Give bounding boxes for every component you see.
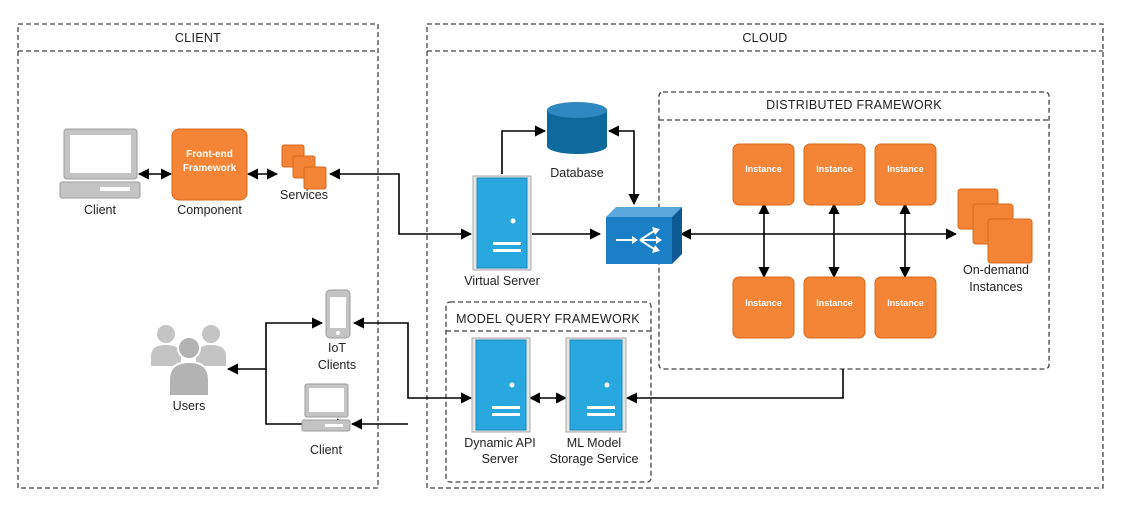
- client-group: CLIENT: [17, 23, 379, 489]
- dynamic-api-label-line2: Server: [482, 452, 519, 466]
- instance-box: Instance: [803, 276, 866, 339]
- model-query-framework-title: MODEL QUERY FRAMEWORK: [456, 312, 640, 326]
- edge-iot-api: [352, 317, 473, 404]
- users-node: Users: [151, 325, 226, 413]
- instance-grid: Instance Instance Instance Instance Inst…: [732, 143, 937, 339]
- desktop-icon: [59, 128, 141, 199]
- on-demand-instances-node: On-demand Instances: [957, 188, 1033, 294]
- client-top-label: Client: [84, 203, 116, 217]
- instance-box: Instance: [732, 276, 795, 339]
- cloud-group: CLOUD: [426, 23, 1104, 489]
- instance-box: Instance: [732, 143, 795, 206]
- iot-clients-node: IoT Clients: [318, 289, 356, 372]
- instance-box: Instance: [874, 143, 937, 206]
- frontend-label-line1: Front-end: [186, 149, 233, 160]
- instance-box: Instance: [874, 276, 937, 339]
- iot-label-line2: Clients: [318, 358, 356, 372]
- virtual-server-label: Virtual Server: [464, 274, 540, 288]
- edge-services-virtual-server: [328, 168, 473, 240]
- services-node: Services: [280, 144, 328, 202]
- dynamic-api-server-icon: [471, 337, 531, 433]
- services-label: Services: [280, 188, 328, 202]
- distributed-framework-title: DISTRIBUTED FRAMEWORK: [766, 98, 942, 112]
- router-node: [606, 207, 682, 264]
- ml-storage-label-line1: ML Model: [567, 436, 621, 450]
- desktop-icon: [301, 383, 351, 432]
- client-top-node: Client: [59, 128, 141, 217]
- users-label: Users: [173, 399, 206, 413]
- on-demand-label-line2: Instances: [969, 280, 1023, 294]
- frontend-framework-node: Front-end Framework Component: [171, 128, 248, 217]
- svg-text:Instance: Instance: [816, 298, 853, 308]
- ml-model-storage-icon: [565, 337, 627, 433]
- virtual-server-icon: [472, 175, 532, 271]
- edge-users-iot: [226, 317, 324, 375]
- client-group-title: CLIENT: [175, 31, 221, 45]
- frontend-label-line2: Framework: [183, 163, 237, 174]
- svg-text:Instance: Instance: [745, 298, 782, 308]
- dynamic-api-label-line1: Dynamic API: [464, 436, 536, 450]
- users-icon: [151, 325, 226, 397]
- svg-text:Instance: Instance: [887, 298, 924, 308]
- ml-model-storage-node: ML Model Storage Service: [550, 337, 639, 466]
- svg-text:Instance: Instance: [816, 164, 853, 174]
- database-label: Database: [550, 166, 604, 180]
- database-node: Database: [547, 102, 607, 180]
- edge-virtual-server-database: [501, 125, 547, 174]
- instance-box: Instance: [803, 143, 866, 206]
- virtual-server-node: Virtual Server: [464, 175, 540, 288]
- dynamic-api-server-node: Dynamic API Server: [464, 337, 536, 466]
- edge-distributed-storage: [625, 369, 844, 404]
- client-bottom-label: Client: [310, 443, 342, 457]
- edge-database-router: [607, 125, 640, 206]
- client-bottom-node: Client: [301, 383, 351, 457]
- services-icon: [281, 144, 327, 190]
- component-label: Component: [177, 203, 242, 217]
- ml-storage-label-line2: Storage Service: [550, 452, 639, 466]
- on-demand-label-line1: On-demand: [963, 263, 1029, 277]
- cloud-group-title: CLOUD: [742, 31, 787, 45]
- phone-icon: [325, 289, 351, 339]
- model-query-framework-group: MODEL QUERY FRAMEWORK: [445, 301, 652, 483]
- on-demand-instances-icon: [957, 188, 1033, 264]
- router-icon: [606, 207, 682, 264]
- svg-text:Instance: Instance: [887, 164, 924, 174]
- database-icon: [547, 102, 607, 154]
- iot-label-line1: IoT: [328, 341, 346, 355]
- svg-text:Instance: Instance: [745, 164, 782, 174]
